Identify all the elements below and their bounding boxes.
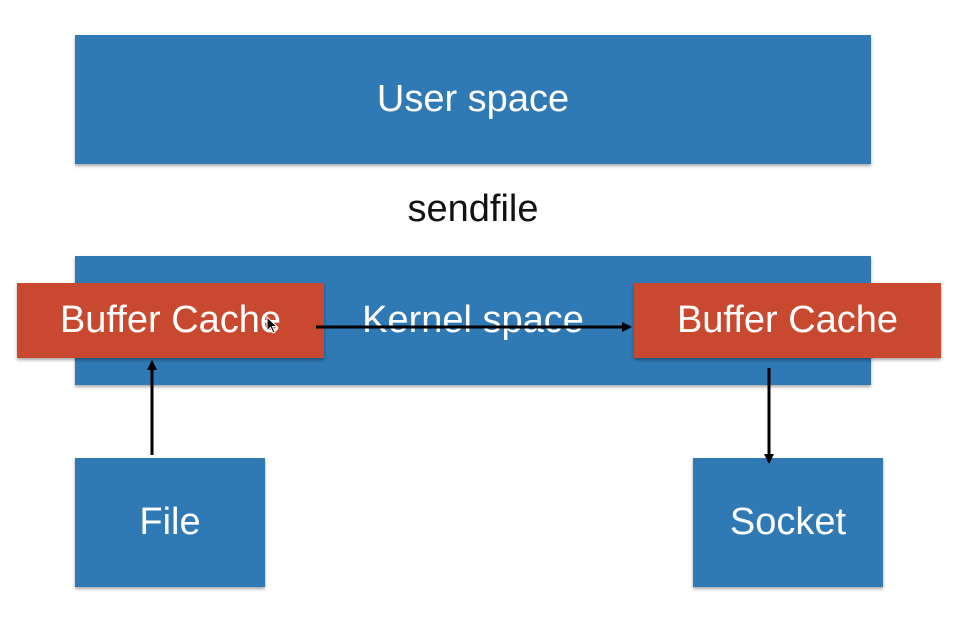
- buffer-cache-right-label: Buffer Cache: [676, 299, 899, 341]
- socket-box: Socket: [693, 458, 883, 587]
- user-space-box: User space: [75, 35, 871, 164]
- kernel-space-label: Kernel space: [362, 299, 584, 341]
- buffer-cache-left-label: Buffer Cache: [59, 299, 282, 341]
- user-space-label: User space: [376, 78, 570, 120]
- buffer-cache-right-box: Buffer Cache: [634, 283, 941, 358]
- mouse-pointer-icon: [266, 316, 278, 334]
- buffer-cache-left-box: Buffer Cache: [17, 283, 324, 358]
- file-box: File: [75, 458, 265, 587]
- socket-label: Socket: [729, 501, 847, 543]
- sendfile-label: sendfile: [407, 188, 539, 230]
- file-label: File: [139, 501, 201, 543]
